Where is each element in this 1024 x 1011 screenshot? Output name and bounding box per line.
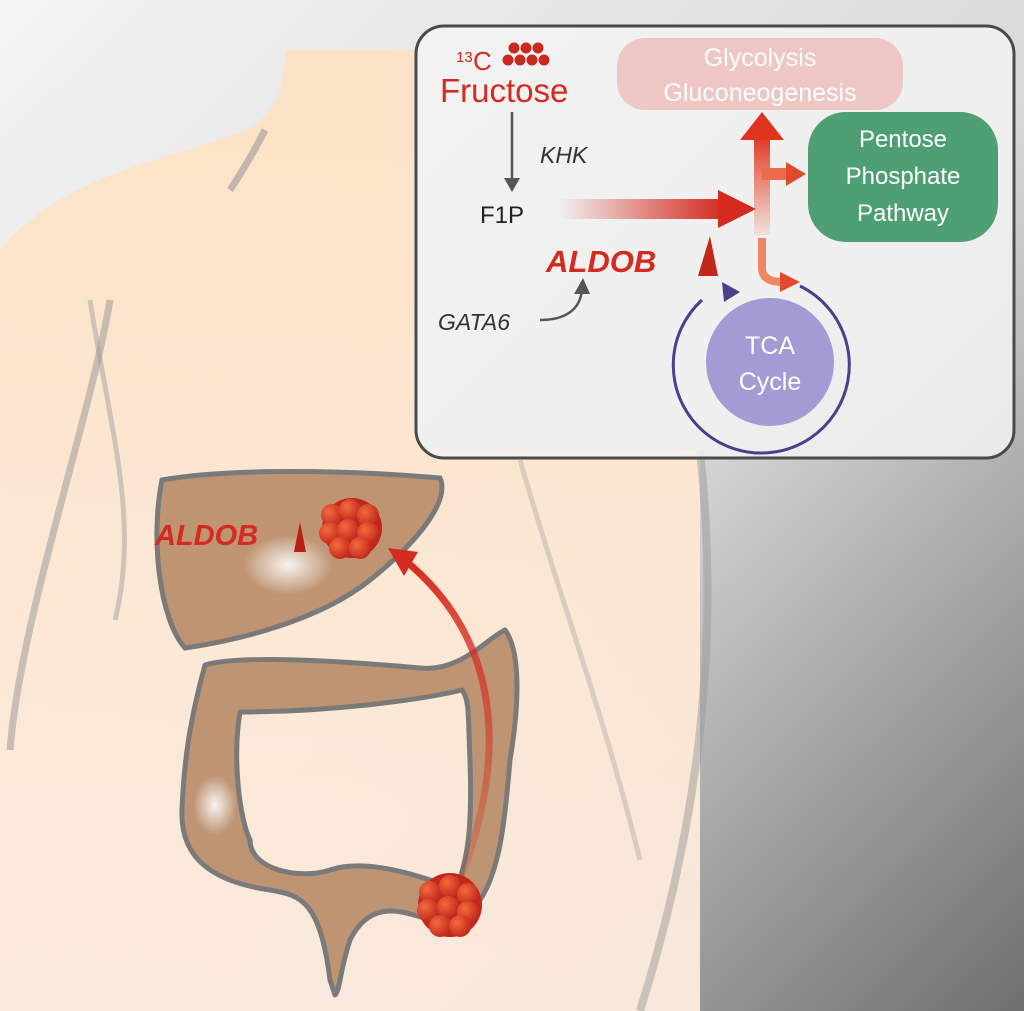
gata6-arrowhead [574, 278, 590, 294]
neck-contour [227, 128, 269, 192]
colon [179, 627, 520, 998]
ppp-label-line3: Pathway [857, 200, 949, 227]
liver-aldob-label: ALDOB [154, 520, 258, 552]
aldob-reaction-arrowhead [718, 190, 756, 228]
arm-contour [6, 299, 114, 751]
colon-tumor [417, 873, 482, 937]
tca-label-line2: Cycle [739, 368, 802, 396]
tca-label-line1: TCA [745, 332, 795, 360]
ppp-branch-arrowhead [786, 162, 806, 186]
glycolysis-box [617, 38, 903, 110]
ppp-label-line2: Phosphate [846, 163, 961, 190]
gata6-label: GATA6 [438, 309, 510, 335]
khk-arrowhead [504, 178, 520, 192]
gata6-arrow [539, 289, 584, 322]
glycolysis-label: Glycolysis [704, 44, 817, 72]
ppp-branch-arrow [762, 168, 788, 180]
liver-tumor [319, 498, 382, 559]
khk-label: KHK [540, 142, 589, 168]
pathway-aldob-up-icon [698, 236, 718, 276]
glycolysis-branch-arrowhead [740, 112, 784, 140]
fructose-label: Fructose [440, 72, 568, 109]
gluconeogenesis-label: Gluconeogenesis [663, 79, 856, 107]
colon-highlight [193, 775, 237, 835]
metastasis-arrowhead [388, 548, 418, 576]
liver-aldob-up-icon [294, 522, 306, 552]
tca-cycle-arrowhead [722, 282, 740, 302]
f1p-label: F1P [480, 202, 524, 229]
tca-branch-arrow [758, 238, 783, 286]
side-contour [517, 459, 643, 861]
isotope-mass-label: 13 [456, 49, 473, 66]
chest-contour [87, 299, 127, 621]
tca-cycle-ring [671, 284, 851, 455]
tca-branch-arrowhead [780, 272, 800, 292]
ppp-label-line1: Pentose [859, 126, 947, 153]
torso-right-edge [636, 449, 712, 1011]
tca-circle [706, 298, 834, 426]
pathway-aldob-label: ALDOB [545, 244, 656, 279]
aldob-reaction-arrow [558, 199, 724, 219]
isotope-dots-icon [502, 42, 550, 66]
metastasis-arrow [399, 555, 493, 877]
glycolysis-branch-arrow [754, 135, 770, 235]
liver-highlight [243, 535, 333, 595]
ppp-box [808, 112, 998, 242]
isotope-symbol-label: C [473, 46, 492, 76]
